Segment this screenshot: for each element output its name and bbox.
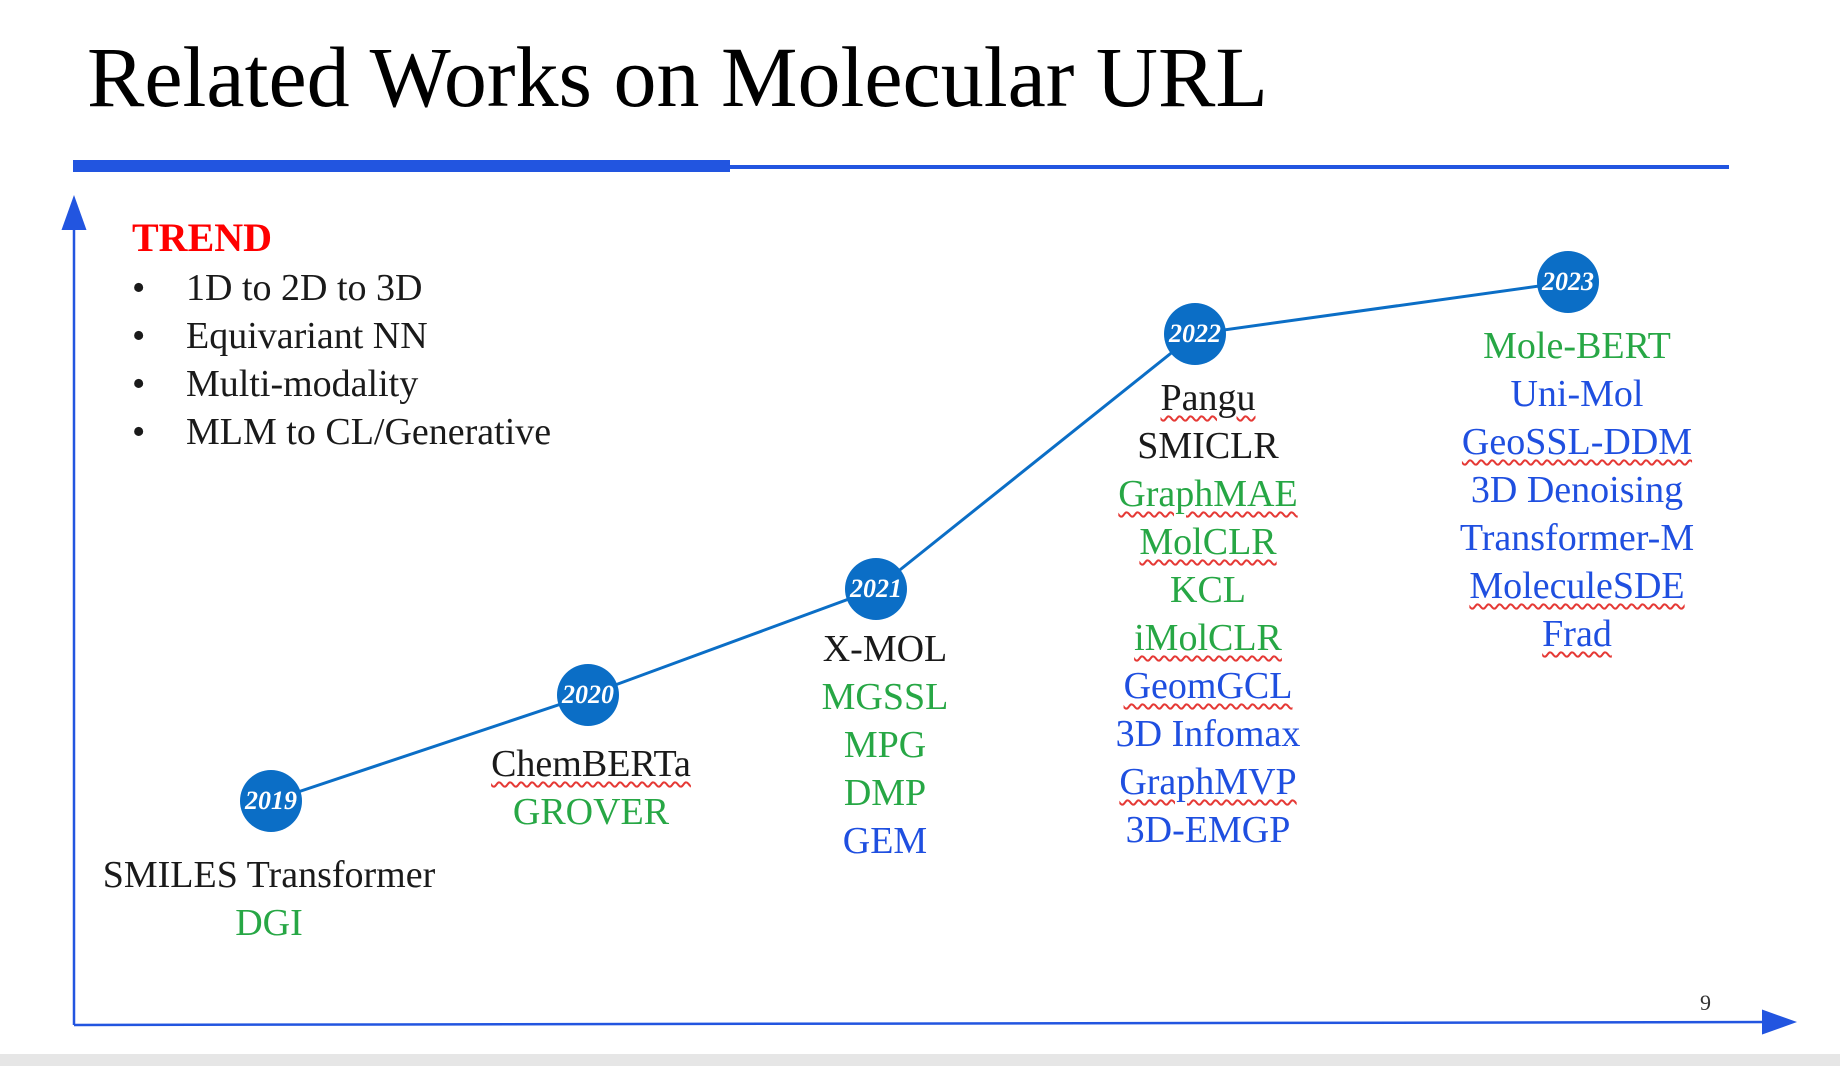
title-underline-thin	[730, 165, 1729, 169]
work-item: Pangu	[1160, 377, 1256, 419]
work-item: MGSSL	[821, 676, 949, 718]
trend-item: Multi-modality	[132, 360, 551, 408]
work-item: GROVER	[512, 791, 670, 833]
work-item: DGI	[235, 902, 303, 944]
year-node-2019: 2019	[240, 770, 302, 832]
year-node-2021: 2021	[845, 558, 907, 620]
trend-list: 1D to 2D to 3D Equivariant NN Multi-moda…	[132, 264, 551, 456]
trend-heading: TREND	[132, 215, 273, 260]
work-item: MoleculeSDE	[1469, 565, 1685, 607]
work-item: X-MOL	[822, 628, 948, 670]
work-item: GEM	[842, 820, 928, 862]
work-item: 3D Denoising	[1470, 469, 1684, 511]
x-axis	[73, 1009, 1797, 1035]
work-item: GeoSSL-DDM	[1461, 421, 1693, 463]
year-node-2023: 2023	[1537, 251, 1599, 313]
work-item: Mole-BERT	[1483, 325, 1671, 367]
work-item: Frad	[1542, 613, 1612, 655]
work-item: DMP	[843, 772, 927, 814]
works-2021: X-MOL MGSSL MPG DMP GEM	[822, 625, 949, 865]
work-item: iMolCLR	[1134, 617, 1282, 659]
work-item: MolCLR	[1139, 521, 1277, 563]
work-item: Transformer-M	[1459, 517, 1695, 559]
work-item: MPG	[843, 724, 927, 766]
work-item: 3D Infomax	[1115, 713, 1301, 755]
year-node-2022: 2022	[1164, 303, 1226, 365]
trend-item: Equivariant NN	[132, 312, 551, 360]
year-node-2020: 2020	[557, 664, 619, 726]
trend-item: 1D to 2D to 3D	[132, 264, 551, 312]
slide-title: Related Works on Molecular URL	[87, 29, 1268, 125]
trend-item: MLM to CL/Generative	[132, 408, 551, 456]
work-item: Uni-Mol	[1510, 373, 1644, 415]
work-item: GeomGCL	[1123, 665, 1293, 707]
work-item: SMICLR	[1137, 425, 1279, 467]
bottom-strip	[0, 1054, 1840, 1066]
work-item: GraphMVP	[1119, 761, 1297, 803]
work-item: KCL	[1170, 569, 1246, 611]
title-underline-thick	[73, 160, 730, 172]
work-item: SMILES Transformer	[102, 854, 436, 896]
work-item: GraphMAE	[1118, 473, 1298, 515]
work-item: 3D-EMGP	[1125, 809, 1291, 851]
page-number: 9	[1700, 990, 1711, 1015]
work-item: ChemBERTa	[491, 743, 691, 785]
